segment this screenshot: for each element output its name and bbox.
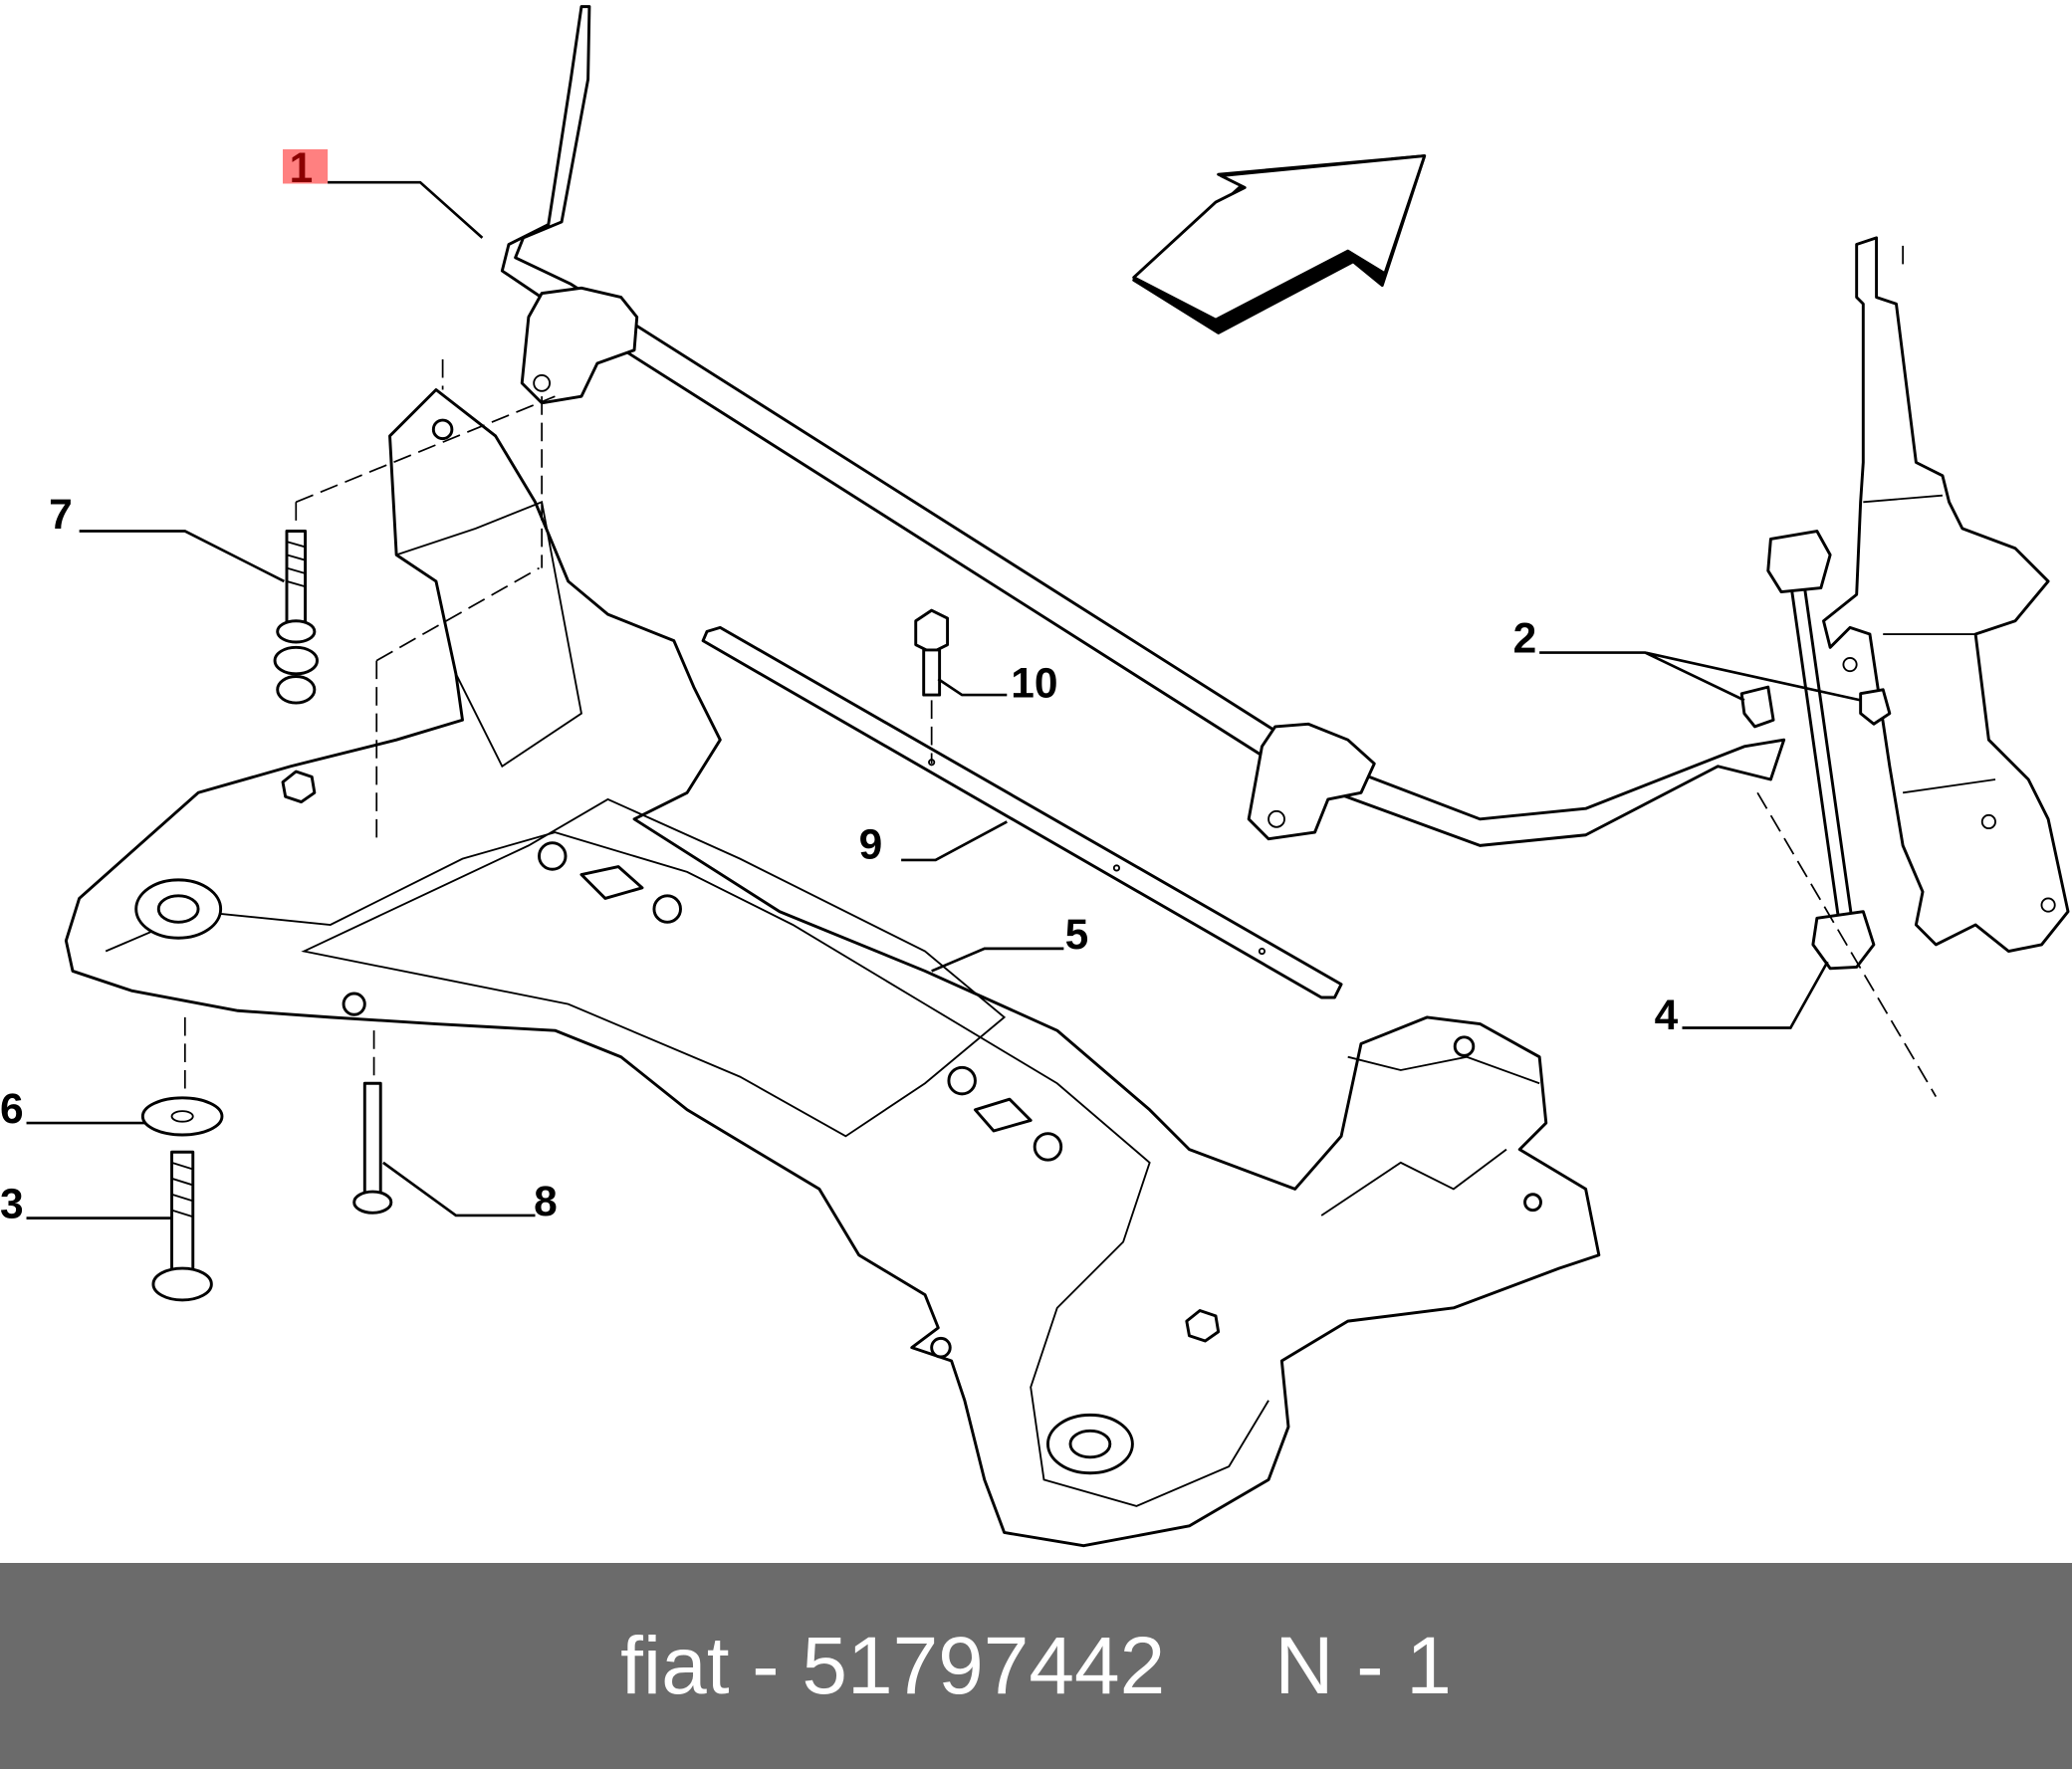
part-number: 51797442 xyxy=(802,1620,1166,1711)
callout-3[interactable]: 3 xyxy=(0,1181,24,1227)
brand-name: fiat xyxy=(620,1620,730,1711)
front-subframe xyxy=(64,388,1601,1548)
callout-10[interactable]: 10 xyxy=(1011,660,1057,707)
stabilizer-link xyxy=(1739,530,1892,971)
callout-8[interactable]: 8 xyxy=(534,1178,558,1224)
parts-diagram: 1 2 3 4 5 6 7 8 9 10 xyxy=(0,5,2070,1548)
callout-1-highlight xyxy=(283,148,329,184)
callout-2[interactable]: 2 xyxy=(1513,615,1537,662)
position-label: N - 1 xyxy=(1274,1620,1452,1711)
stabilizer-bar xyxy=(500,5,1786,847)
callout-1[interactable]: 1 xyxy=(290,144,314,191)
bolt-7 xyxy=(273,530,319,705)
bolt-8 xyxy=(352,1081,393,1215)
strut xyxy=(1822,236,2070,953)
callout-6[interactable]: 6 xyxy=(0,1085,24,1132)
callout-9[interactable]: 9 xyxy=(859,821,883,868)
bolt-10 xyxy=(914,608,950,697)
footer-caption: fiat - 51797442 N - 1 xyxy=(0,1563,2072,1769)
separator: - xyxy=(729,1620,803,1711)
bolt-3 xyxy=(151,1150,213,1302)
callout-7[interactable]: 7 xyxy=(49,491,73,538)
callout-5[interactable]: 5 xyxy=(1065,911,1089,958)
washer-6 xyxy=(140,1096,224,1137)
direction-arrow-icon xyxy=(1132,154,1427,334)
callout-4[interactable]: 4 xyxy=(1655,992,1679,1038)
reinforcement-bar xyxy=(701,625,1343,999)
